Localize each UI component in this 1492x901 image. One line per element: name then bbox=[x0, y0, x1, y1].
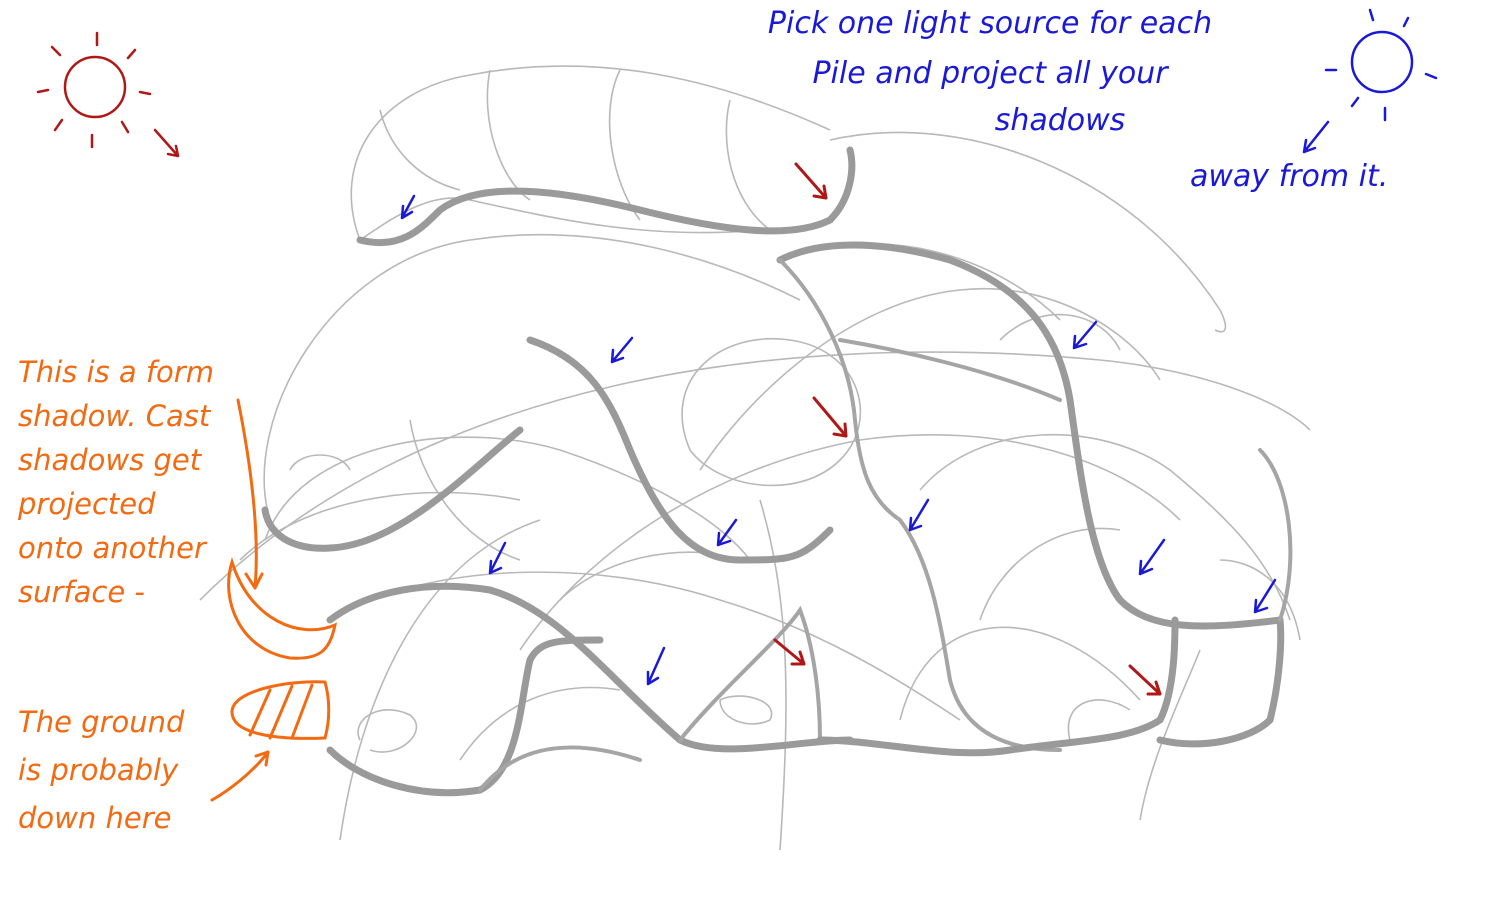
shadow-strokes bbox=[261, 146, 1293, 797]
construction-lines bbox=[199, 65, 1311, 851]
callout-arrow-icon bbox=[236, 398, 264, 590]
red-sun-icon bbox=[36, 31, 180, 158]
blue-arrow-icons bbox=[400, 194, 1277, 686]
red-arrow-icons bbox=[773, 162, 1162, 696]
ground-shadow-hatch bbox=[230, 680, 331, 740]
form-shadow-note: This is a form shadow. Cast shadows get … bbox=[18, 355, 214, 609]
orange-markup bbox=[210, 398, 338, 802]
blue-sun-icon bbox=[1302, 8, 1438, 154]
light-source-note: Pick one light source for each Pile and … bbox=[767, 6, 1213, 138]
ground-note: The ground is probably down here bbox=[18, 705, 185, 835]
form-shadow-outline bbox=[227, 556, 338, 660]
ground-arrow-icon bbox=[210, 750, 270, 802]
light-source-note-end: away from it. bbox=[1190, 159, 1389, 194]
